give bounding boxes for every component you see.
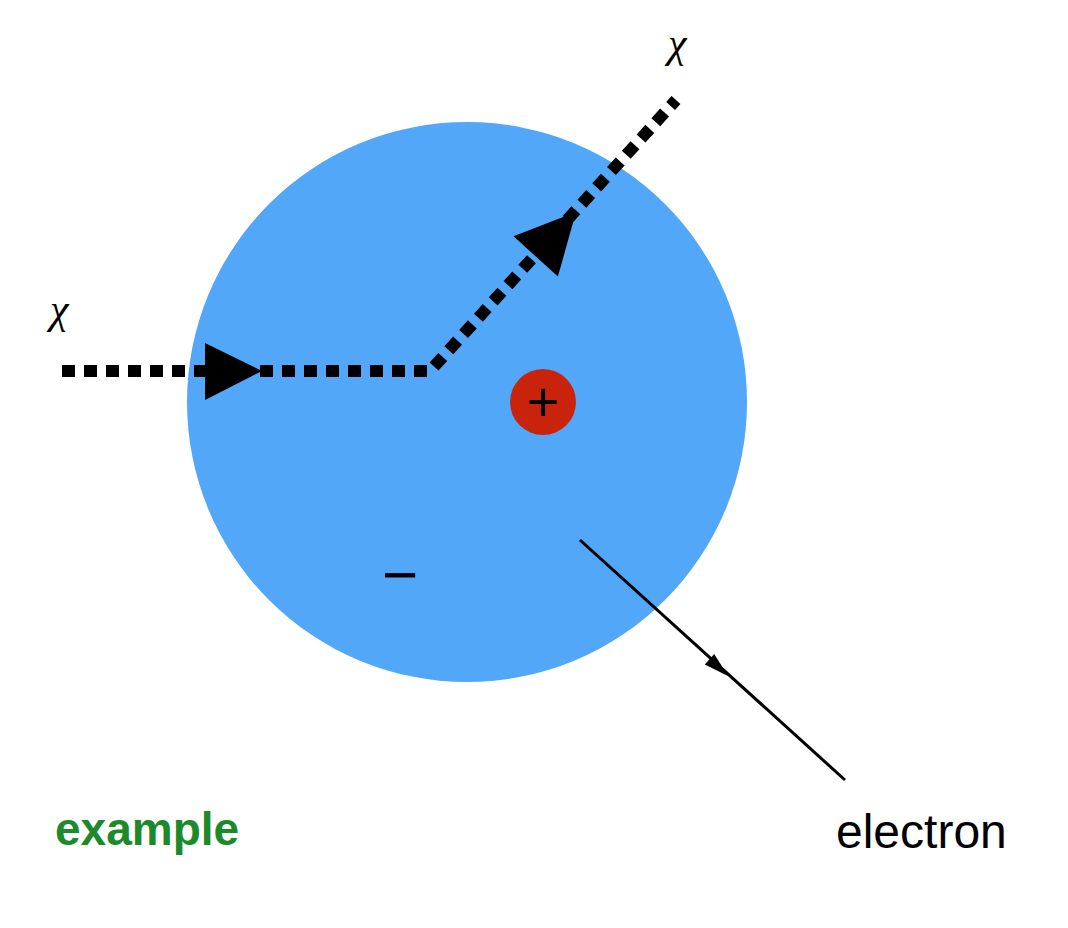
charge-sign: − bbox=[382, 544, 418, 606]
atom-cloud: −+ bbox=[187, 122, 747, 682]
particle-symbol: χ bbox=[50, 288, 68, 330]
example-note: example bbox=[55, 806, 239, 852]
atom-cloud-shape bbox=[187, 122, 747, 682]
electron-label: electron bbox=[836, 808, 1007, 856]
particle-symbol: χ bbox=[668, 22, 686, 64]
nucleus: + bbox=[510, 369, 576, 435]
charge-sign: + bbox=[527, 374, 560, 430]
